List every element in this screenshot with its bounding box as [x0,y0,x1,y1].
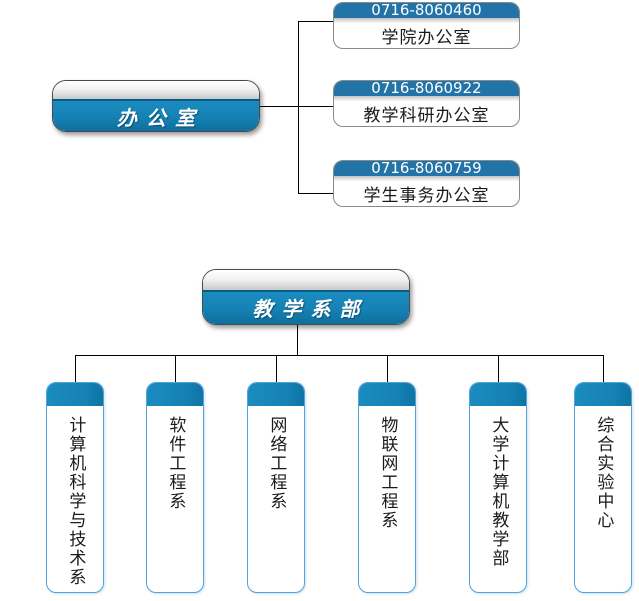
connector-drop-dept-6 [603,355,604,382]
pill-gloss-top [53,81,259,101]
org-node-office-root: 办公室 [52,80,260,132]
dept-cap [470,383,526,406]
dept-cap [575,383,631,406]
office-root-label: 办公室 [117,105,204,130]
connector-branch-college-office [298,21,334,22]
office-name: 教学科研办公室 [363,106,490,126]
dept-name: 物联网工程系 [377,416,398,530]
phone-number: 0716-8060460 [371,2,482,20]
dept-name: 大学计算机教学部 [488,416,509,568]
org-node-dept-software-engineering: 软件工程系 [146,382,204,593]
org-node-college-office: 0716-8060460 学院办公室 [333,2,520,49]
pill-body: 办公室 [53,101,259,131]
connector-drop-dept-2 [175,355,176,382]
teaching-root-label: 教学系部 [252,297,369,322]
gloss-strip [334,96,519,101]
org-node-dept-iot-engineering: 物联网工程系 [358,382,416,593]
connector-branch-student-office [298,193,334,194]
org-node-teaching-research-office: 0716-8060922 教学科研办公室 [333,80,520,127]
phone-number-bar: 0716-8060460 [334,2,519,20]
dept-name: 网络工程系 [266,416,287,511]
org-node-dept-network-engineering: 网络工程系 [247,382,305,593]
pill-body: 教学系部 [203,291,409,324]
gloss-strip [334,18,519,23]
connector-office-trunk-vertical [298,21,299,194]
pill-gloss-top [203,270,409,292]
connector-branch-research-office [298,106,334,107]
org-node-student-affairs-office: 0716-8060759 学生事务办公室 [333,160,520,207]
connector-teaching-distribution-horizontal [75,355,604,356]
dept-name: 计算机科学与技术系 [65,416,86,587]
org-node-dept-computer-science: 计算机科学与技术系 [46,382,104,593]
phone-number: 0716-8060759 [371,160,482,178]
office-name: 学生事务办公室 [363,186,490,206]
org-node-dept-comprehensive-lab-center: 综合实验中心 [574,382,632,593]
org-node-teaching-root: 教学系部 [202,269,410,325]
dept-name: 综合实验中心 [593,416,614,530]
dept-cap [248,383,304,406]
dept-cap [47,383,103,406]
phone-number: 0716-8060922 [371,80,482,98]
dept-cap [359,383,415,406]
office-name: 学院办公室 [381,28,472,48]
dept-name: 软件工程系 [165,416,186,511]
phone-number-bar: 0716-8060759 [334,160,519,178]
connector-drop-dept-1 [75,355,76,382]
dept-cap [147,383,203,406]
gloss-strip [334,176,519,181]
connector-teaching-root-vertical [297,325,298,356]
connector-drop-dept-3 [276,355,277,382]
org-node-dept-university-computer-teaching: 大学计算机教学部 [469,382,527,593]
connector-office-root-horizontal [260,106,298,107]
connector-drop-dept-5 [498,355,499,382]
phone-number-bar: 0716-8060922 [334,80,519,98]
connector-drop-dept-4 [387,355,388,382]
